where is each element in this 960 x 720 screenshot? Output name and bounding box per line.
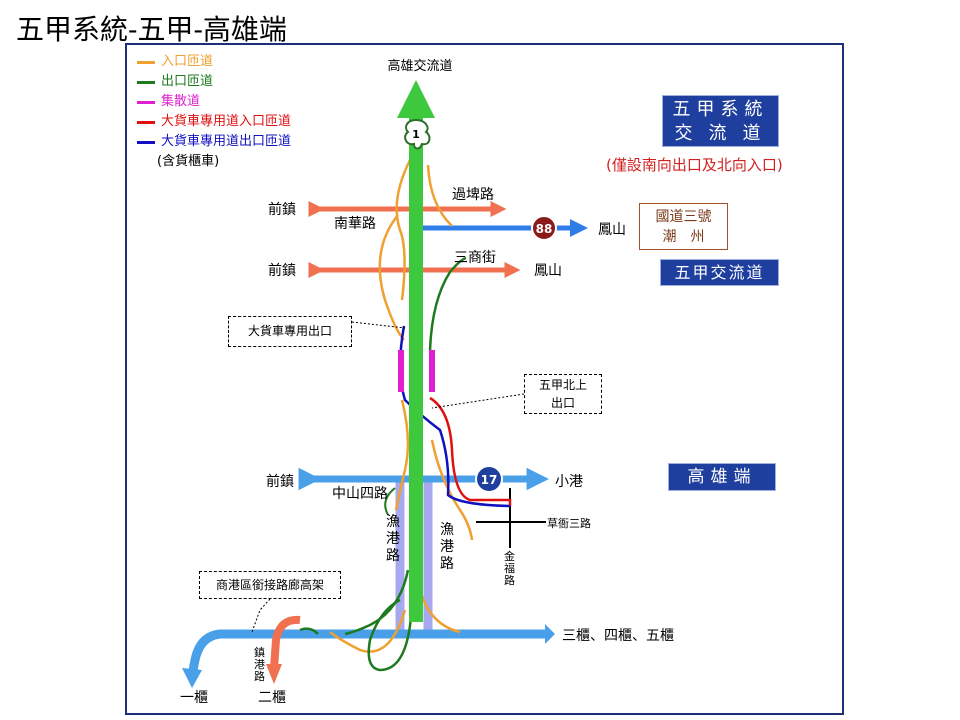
callout-harbor-viaduct: 商港區銜接路廊高架 [199, 571, 341, 599]
ramp-exit-2 [344, 569, 410, 636]
ramp-entrance-5 [430, 439, 474, 541]
label-qianzhen-1: 前鎮 [268, 201, 296, 218]
legend-swatch-truck-in [137, 120, 155, 124]
ramp-entrance-2 [395, 159, 412, 301]
label-yugang-right: 漁 港 路 [440, 522, 458, 572]
legend-item-exit: 出口匝道 [137, 72, 291, 92]
label-guotang: 過埤路 [452, 187, 494, 203]
legend: 入口匝道 出口匝道 集散道 大貨車專用道入口匝道 大貨車專用道出口匝道 (含貨櫃… [137, 52, 291, 172]
hwy88-shield: 88 [531, 215, 557, 241]
zhengang-char-3: 路 [254, 670, 265, 683]
freeway-1-label: 1 [412, 128, 420, 141]
legend-swatch-entrance [137, 60, 155, 64]
yugang-left-char-2: 港 [386, 531, 400, 547]
ramp-exit-4 [299, 627, 319, 635]
label-qianzhen-2: 前鎮 [268, 262, 296, 279]
callout-wujia-north-exit: 五甲北上 出口 [524, 374, 602, 414]
hwy88-label: 88 [536, 222, 553, 236]
wujia-system-box: 五甲系統 交流道 [662, 95, 779, 147]
container-road [187, 629, 550, 677]
hwy3-box: 國道三號 潮 州 [639, 203, 728, 250]
arrow-port-2 [266, 664, 282, 684]
yugang-right-char-2: 港 [440, 539, 454, 555]
hwy17-shield: 17 [475, 465, 503, 493]
page-title: 五甲系統-五甲-高雄端 [16, 13, 287, 46]
legend-item-entrance: 入口匝道 [137, 52, 291, 72]
callout-truck-exit: 大貨車專用出口 [228, 316, 352, 347]
zhengang-char-1: 鎮 [254, 645, 265, 659]
label-zhengang: 鎮 港 路 [254, 645, 269, 683]
jinfu-char-2: 福 [504, 561, 515, 575]
legend-label-truck-in: 大貨車專用道入口匝道 [161, 114, 292, 129]
callout-wujia-line2: 出口 [550, 396, 575, 410]
label-zhongshan4: 中山四路 [332, 486, 388, 502]
legend-item-truck-in: 大貨車專用道入口匝道 [137, 112, 291, 132]
label-fengshan-1: 鳳山 [598, 222, 626, 238]
freeway-1-shield: 1 [404, 118, 431, 150]
callout-wujia-line1: 五甲北上 [538, 378, 587, 392]
ramp-exit-3 [367, 598, 414, 672]
legend-label-cd-road: 集散道 [161, 94, 201, 109]
label-nanhua: 南華路 [334, 216, 376, 232]
yugang-right-char-1: 漁 [440, 522, 454, 538]
ramp-entrance-4 [394, 399, 410, 511]
legend-label-exit: 出口匝道 [161, 74, 214, 89]
legend-swatch-exit [137, 80, 155, 84]
hwy17-label: 17 [481, 473, 498, 487]
kaohsiung-end-box: 高雄端 [668, 463, 776, 491]
label-caoya3: 草衙三路 [547, 517, 591, 530]
yugang-left-char-3: 路 [386, 548, 400, 564]
label-port-1: 一櫃 [180, 690, 208, 706]
ramp-entrance-3 [378, 214, 405, 341]
legend-label-entrance: 入口匝道 [161, 54, 214, 69]
yugang-right-char-3: 路 [440, 556, 454, 572]
legend-note: (含貨櫃車) [157, 154, 220, 169]
callout-harbor-leader [251, 598, 271, 633]
legend-label-truck-out: 大貨車專用道出口匝道 [161, 134, 292, 149]
legend-item-cd-road: 集散道 [137, 92, 291, 112]
ramp-entrance-7 [329, 609, 407, 653]
system-box-line2: 交流道 [674, 123, 777, 144]
hwy3-line1: 國道三號 [655, 209, 712, 225]
label-top-destination: 高雄交流道 [387, 58, 452, 74]
label-fengshan-2: 鳳山 [534, 263, 562, 279]
ramp-entrance-1 [426, 164, 453, 227]
freeway-1-mainline [409, 112, 423, 622]
jinfu-char-3: 路 [504, 574, 515, 587]
label-yugang-left: 漁 港 路 [386, 514, 404, 564]
system-box-line1: 五甲系統 [672, 99, 769, 120]
label-xiaogang: 小港 [555, 474, 583, 490]
label-port-2: 二櫃 [258, 690, 286, 706]
yugang-left-char-1: 漁 [386, 514, 400, 530]
mainline-arrow-north [397, 80, 435, 118]
arrow-ports-345 [545, 624, 555, 644]
arrow-fengshan-88 [570, 219, 588, 237]
wujia-interchange-box: 五甲交流道 [660, 259, 779, 286]
label-ports-345: 三櫃、四櫃、五櫃 [562, 628, 674, 644]
label-qianzhen-3: 前鎮 [266, 473, 294, 490]
label-jinfu: 金 福 路 [504, 549, 519, 587]
zhengang-road [270, 615, 301, 669]
arrow-port-1 [182, 668, 202, 688]
system-note: (僅設南向出口及北向入口) [606, 156, 783, 174]
callout-truck-leader [351, 321, 406, 329]
diagram-frame [125, 43, 844, 715]
callout-wujia-leader [431, 393, 525, 409]
zhengang-char-2: 港 [254, 658, 265, 671]
ramp-exit-1 [428, 256, 467, 351]
label-sanshang: 三商街 [454, 250, 496, 266]
legend-swatch-truck-out [137, 140, 155, 144]
legend-item-truck-out: 大貨車專用道出口匝道 [137, 132, 291, 152]
legend-swatch-cd-road [137, 100, 155, 104]
jinfu-char-1: 金 [504, 549, 515, 563]
hwy3-line2: 潮 州 [662, 229, 705, 245]
ramp-exit-5 [384, 487, 396, 516]
truck-entrance-ramp [429, 396, 512, 506]
